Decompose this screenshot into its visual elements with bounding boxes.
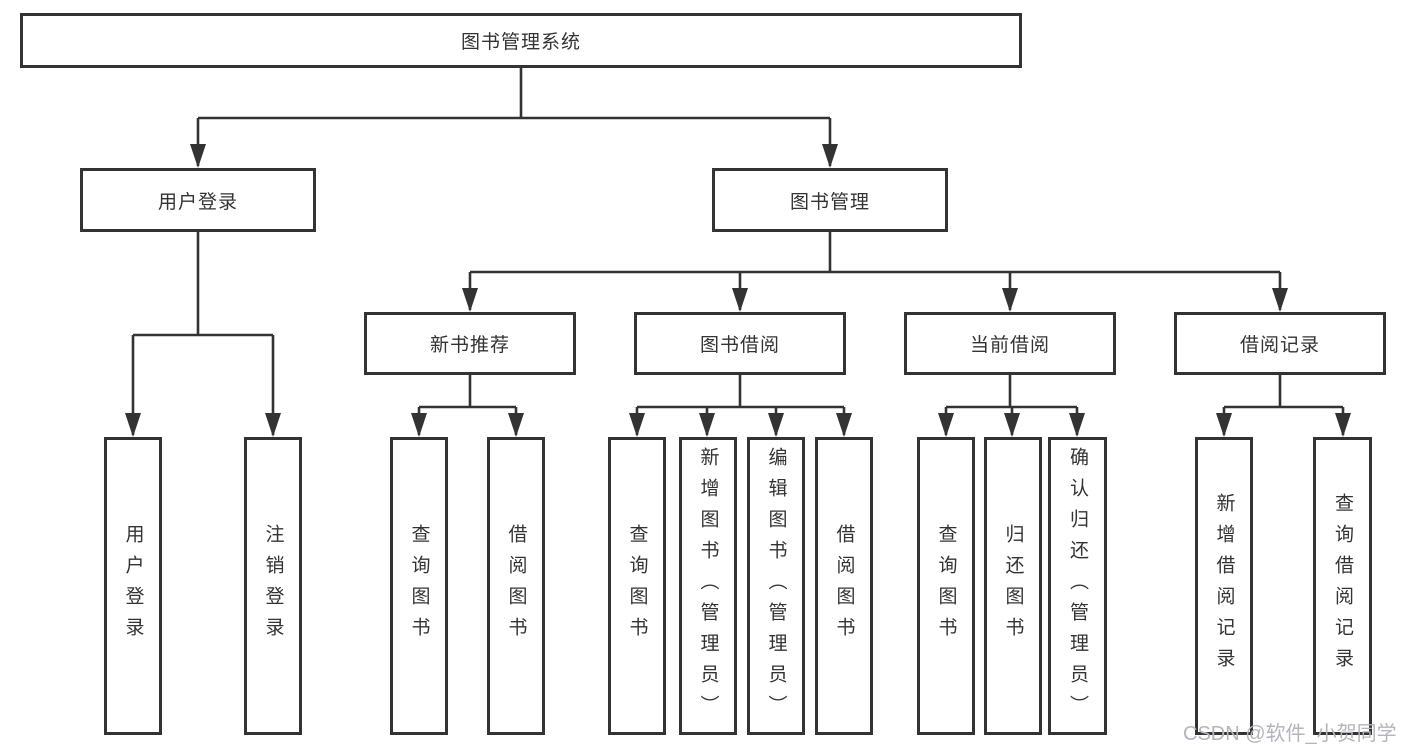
arrow-down-icon [1069,413,1085,437]
leaf-label: 查询图书 [626,524,648,648]
leaf-label: 用户登录 [122,524,144,648]
arrow-down-icon [125,413,141,437]
connector-book-borrow-to-leaves [635,375,846,435]
connector-borrow-records-to-leaves [1222,375,1345,435]
arrow-down-icon [732,288,748,312]
node-borrow-records-label: 借阅记录 [1239,335,1320,356]
leaf-label: 查询图书 [935,524,957,648]
leaf-confirm-return-admin: 确认归还（管理员） [1048,437,1107,735]
node-root: 图书管理系统 [20,13,1022,68]
arrow-down-icon [190,144,206,168]
node-book-borrow: 图书借阅 [634,312,846,375]
leaf-return-books: 归还图书 [984,437,1042,735]
connector-new-book-to-leaves [417,375,518,435]
leaf-query-books-current: 查询图书 [917,437,975,735]
leaf-label: 注销登录 [262,524,284,648]
leaf-label: 借阅图书 [833,524,855,648]
leaf-add-books-admin: 新增图书（管理员） [679,437,737,735]
node-book-borrow-label: 图书借阅 [699,335,780,356]
arrow-down-icon [411,413,427,437]
arrow-down-icon [629,413,645,437]
arrow-down-icon [265,413,281,437]
node-user-login-label: 用户登录 [157,191,238,213]
leaf-user-login: 用户登录 [104,437,162,735]
connector-user-login-to-leaves [131,232,275,435]
leaf-label: 新增图书（管理员） [697,446,719,726]
leaf-add-borrow-record: 新增借阅记录 [1195,437,1253,735]
leaf-label: 借阅图书 [505,524,527,648]
leaf-label: 查询借阅记录 [1332,493,1353,679]
node-user-login: 用户登录 [80,168,316,232]
node-book-management: 图书管理 [712,168,948,232]
node-current-borrow: 当前借阅 [904,312,1116,375]
leaf-edit-books-admin: 编辑图书（管理员） [747,437,805,735]
leaf-borrow-books-newbook: 借阅图书 [487,437,545,735]
leaf-logout: 注销登录 [244,437,302,735]
connector-root-to-level2 [196,68,832,166]
node-root-label: 图书管理系统 [460,32,581,53]
leaf-label: 归还图书 [1002,524,1024,648]
connector-book-mgmt-to-level3 [468,232,1282,310]
leaf-query-books-borrow: 查询图书 [608,437,666,735]
csdn-watermark: CSDN @软件_小贺同学 [1183,723,1397,745]
node-borrow-records: 借阅记录 [1174,312,1386,375]
arrow-down-icon [1216,413,1232,437]
node-book-management-label: 图书管理 [789,191,870,213]
arrow-down-icon [822,144,838,168]
arrow-down-icon [938,413,954,437]
connector-line-group [131,68,1345,435]
leaf-query-books-newbook: 查询图书 [390,437,448,735]
arrow-down-icon [508,413,524,437]
leaf-borrow-books: 借阅图书 [815,437,873,735]
arrow-down-icon [1004,413,1020,437]
node-new-book-recommend-label: 新书推荐 [429,335,510,356]
arrow-down-icon [1272,288,1288,312]
leaf-label: 编辑图书（管理员） [765,446,787,726]
arrow-down-icon [768,413,784,437]
node-current-borrow-label: 当前借阅 [969,335,1050,356]
node-new-book-recommend: 新书推荐 [364,312,576,375]
leaf-query-borrow-record: 查询借阅记录 [1313,437,1372,735]
leaf-label: 确认归还（管理员） [1067,446,1088,726]
leaf-label: 查询图书 [408,524,430,648]
arrow-down-icon [1002,288,1018,312]
arrow-down-icon [462,288,478,312]
connector-current-borrow-to-leaves [944,375,1079,435]
arrow-down-icon [836,413,852,437]
leaf-label: 新增借阅记录 [1213,493,1235,679]
arrow-down-icon [699,413,715,437]
arrow-down-icon [1335,413,1351,437]
